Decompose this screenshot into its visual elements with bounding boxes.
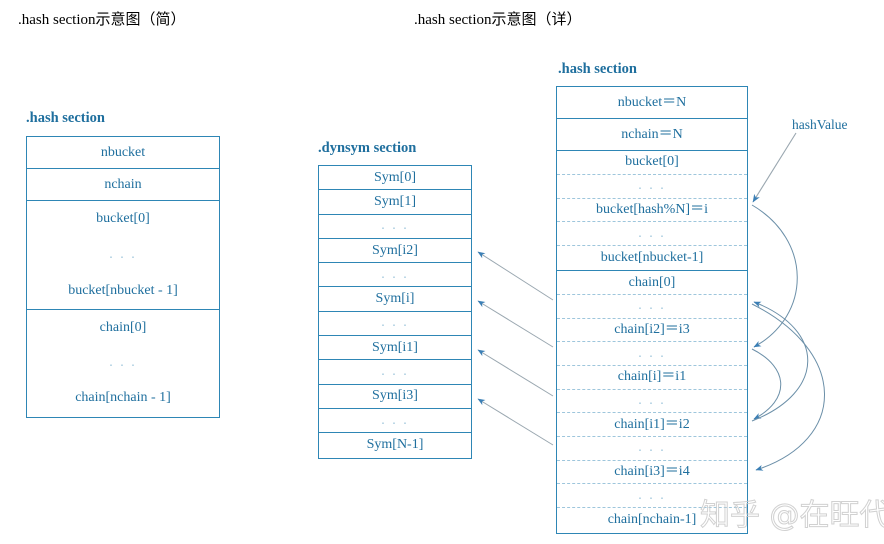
detail-bucket-row: bucket[nbucket-1]: [600, 250, 704, 266]
detail-chain-row: chain[0]: [557, 271, 747, 295]
simple-cell-nchain: nchain: [104, 176, 142, 192]
detail-chain-row: chain[i3]＝i4: [557, 461, 747, 485]
dynsym-row: Sym[i3]: [319, 385, 471, 409]
page-title-detail: .hash section示意图（详）: [414, 12, 582, 28]
detail-bucket-block: bucket[0] . . . bucket[hash%N]＝i . . . b…: [557, 151, 747, 271]
detail-cell-nchain: nchain＝N: [621, 126, 683, 142]
hash-value-label: hashValue: [792, 117, 848, 132]
dynsym-row: . . .: [319, 215, 471, 239]
simple-chain-block: chain[0] . . . chain[nchain - 1]: [27, 310, 219, 416]
detail-bucket-row: bucket[0]: [557, 151, 747, 175]
arrow-chain-i-to-chain-i1: [751, 348, 782, 420]
simple-cell-bucket-ellipsis: . . .: [109, 247, 137, 262]
simple-bucket-block: bucket[0] . . . bucket[nbucket - 1]: [27, 201, 219, 310]
detail-chain-row: . . .: [557, 295, 747, 319]
detail-chain-row: . . .: [557, 342, 747, 366]
detail-chain-row: chain[nchain-1]: [607, 511, 697, 527]
arrow-chain-i-to-sym-i: [477, 300, 554, 348]
simple-cell-bucket-first: bucket[0]: [96, 211, 150, 226]
dynsym-row: . . .: [319, 263, 471, 288]
dynsym-row: . . .: [319, 312, 471, 337]
simple-cell-nbucket: nbucket: [100, 144, 146, 160]
detail-bucket-row: . . .: [557, 222, 747, 247]
dynsym-row: Sym[i1]: [319, 336, 471, 361]
watermark: 知乎 @在旺代: [700, 498, 884, 534]
arrow-chain-i2-to-chain-i3: [751, 303, 825, 471]
simple-nbucket-block: nbucket: [27, 137, 219, 169]
simple-cell-bucket-last: bucket[nbucket - 1]: [68, 283, 178, 298]
detail-chain-row: chain[i1]＝i2: [557, 413, 747, 438]
arrow-bucket-to-chain-i: [751, 204, 798, 348]
arrow-hashvalue: [752, 132, 797, 203]
detail-nchain-block: nchain＝N: [557, 119, 747, 151]
detail-chain-row: chain[i]＝i1: [557, 366, 747, 390]
detail-bucket-row: . . .: [557, 175, 747, 199]
dynsym-row: Sym[N-1]: [366, 437, 424, 453]
dynsym-row: . . .: [319, 409, 471, 434]
detail-cell-nbucket: nbucket＝N: [617, 94, 687, 110]
simple-hash-section-label: .hash section: [26, 110, 105, 126]
detail-hash-section-label: .hash section: [558, 61, 637, 77]
simple-hash-table: nbucket nchain bucket[0] . . . bucket[nb…: [26, 136, 220, 418]
detail-chain-block: chain[0] . . . chain[i2]＝i3 . . . chain[…: [557, 271, 747, 532]
dynsym-row: Sym[i]: [319, 287, 471, 312]
simple-cell-chain-last: chain[nchain - 1]: [75, 390, 171, 405]
detail-chain-row: . . .: [557, 484, 747, 509]
page-title-simple: .hash section示意图（简）: [18, 12, 186, 28]
arrow-chain-i1-to-chain-i2: [751, 301, 809, 422]
detail-chain-row: . . .: [557, 390, 747, 414]
simple-nchain-block: nchain: [27, 169, 219, 201]
detail-hash-table: nbucket＝N nchain＝N bucket[0] . . . bucke…: [556, 86, 748, 534]
dynsym-row: Sym[i2]: [319, 239, 471, 264]
detail-chain-row: . . .: [557, 437, 747, 461]
dynsym-section-label: .dynsym section: [318, 140, 417, 156]
detail-nbucket-block: nbucket＝N: [557, 87, 747, 119]
detail-chain-row: chain[i2]＝i3: [557, 319, 747, 343]
dynsym-row: Sym[1]: [319, 190, 471, 215]
dynsym-table: Sym[0] Sym[1] . . . Sym[i2] . . . Sym[i]…: [318, 165, 472, 459]
detail-bucket-row-hash: bucket[hash%N]＝i: [557, 199, 747, 223]
simple-cell-chain-ellipsis: . . .: [109, 355, 137, 370]
arrow-chain-i3-to-sym-i3: [477, 398, 554, 446]
dynsym-row: . . .: [319, 360, 471, 385]
simple-cell-chain-first: chain[0]: [99, 320, 147, 335]
arrow-chain-i1-to-sym-i1: [477, 349, 554, 397]
dynsym-row: Sym[0]: [319, 166, 471, 191]
arrow-chain-i2-to-sym-i2: [477, 251, 554, 301]
